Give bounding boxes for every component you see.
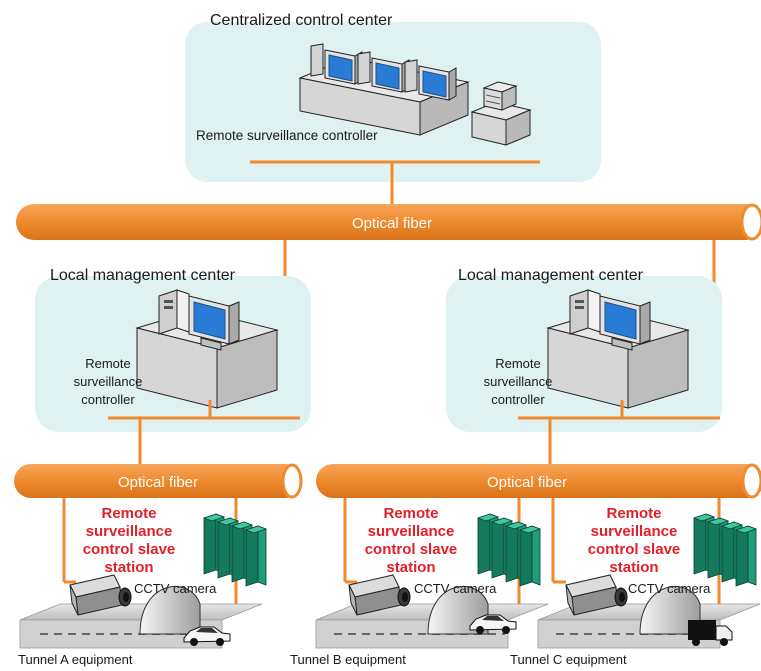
- local-controller-label-line3: controller: [81, 392, 135, 407]
- local-controller-label-line2: surveillance: [74, 374, 143, 389]
- tunnel-portal: [639, 586, 701, 635]
- tunnel-road: [19, 603, 263, 621]
- local-fiber-label: Optical fiber: [118, 474, 198, 491]
- local-controller-label-line1: Remote: [495, 356, 541, 371]
- station-b: Remote surveillance control slave statio…: [290, 498, 549, 667]
- slave-station-label-line2: surveillance: [591, 523, 678, 540]
- slave-station-label-line3: control slave: [588, 541, 681, 558]
- slave-station-label-line2: surveillance: [368, 523, 455, 540]
- central-center-title: Centralized control center: [210, 12, 393, 29]
- slave-station-label-line4: station: [104, 559, 153, 576]
- local-optical-fiber-b: Optical fiber: [316, 463, 761, 499]
- cctv-camera-label: CCTV camera: [414, 581, 497, 596]
- slave-station-label-line4: station: [609, 559, 658, 576]
- local-management-center-a: Local management center Remote surveilla…: [35, 267, 311, 464]
- local-optical-fiber-a: Optical fiber: [14, 463, 303, 499]
- local-controller-label-line3: controller: [491, 392, 545, 407]
- central-server-unit: [470, 81, 532, 146]
- station-a: Remote surveillance control slave statio…: [18, 498, 267, 667]
- tunnel-portal: [139, 586, 201, 635]
- slave-station-label-line3: control slave: [83, 541, 176, 558]
- local-management-center-b: Local management center Remote surveilla…: [446, 267, 722, 464]
- slave-station-label-line3: control slave: [365, 541, 458, 558]
- cctv-camera-label: CCTV camera: [134, 581, 217, 596]
- slave-station-label-line1: Remote: [383, 505, 438, 522]
- backbone-fiber-label: Optical fiber: [352, 215, 432, 232]
- local-center-title: Local management center: [458, 267, 644, 284]
- local-controller-label-line2: surveillance: [484, 374, 553, 389]
- tunnel-equipment-label: Tunnel A equipment: [18, 652, 133, 667]
- slave-station-label-line1: Remote: [101, 505, 156, 522]
- tunnel-equipment-label: Tunnel C equipment: [510, 652, 627, 667]
- station-c: Remote surveillance control slave statio…: [510, 498, 761, 667]
- local-controller-label-line1: Remote: [85, 356, 131, 371]
- local-center-title: Local management center: [50, 267, 236, 284]
- backbone-optical-fiber: Optical fiber: [16, 203, 761, 241]
- central-controller-label: Remote surveillance controller: [196, 128, 378, 143]
- slave-station-label-line4: station: [386, 559, 435, 576]
- server-rack-icon: [477, 513, 541, 587]
- local-fiber-label: Optical fiber: [487, 474, 567, 491]
- server-rack-icon: [203, 513, 267, 587]
- slave-station-label-line1: Remote: [606, 505, 661, 522]
- server-rack-icon: [693, 513, 757, 587]
- cctv-camera-label: CCTV camera: [628, 581, 711, 596]
- centralized-control-center: Centralized control center Remote survei…: [185, 12, 601, 204]
- central-console: [298, 43, 470, 136]
- tunnel-equipment-label: Tunnel B equipment: [290, 652, 406, 667]
- slave-station-label-line2: surveillance: [86, 523, 173, 540]
